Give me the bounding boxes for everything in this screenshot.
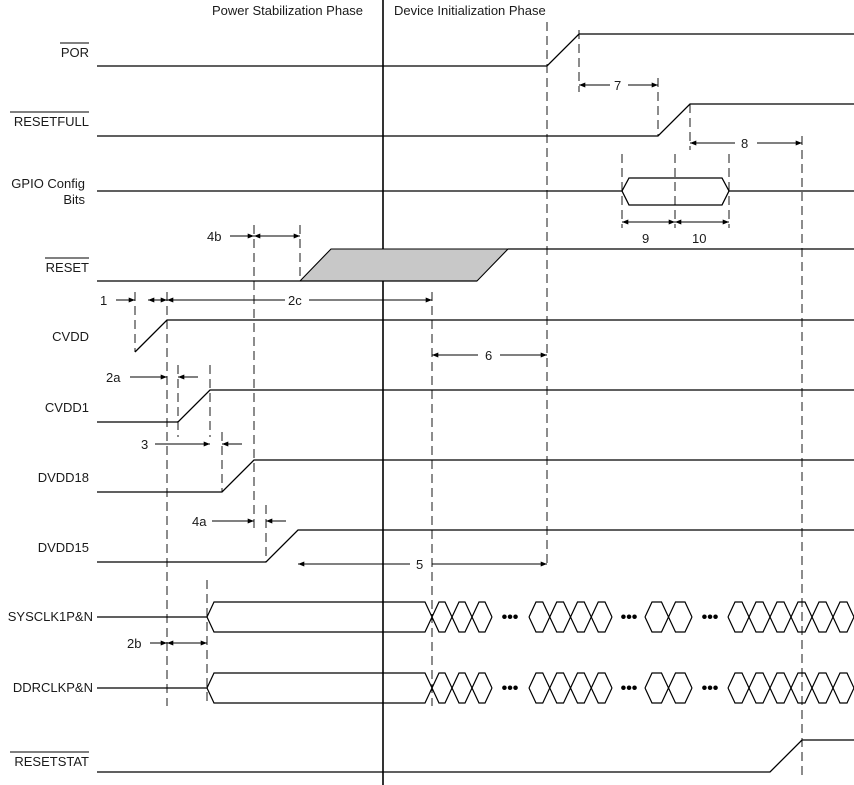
waveform-por <box>97 33 854 67</box>
timing-label-2a: 2a <box>106 370 121 385</box>
signal-name-gpio-line2: Bits <box>63 192 85 207</box>
signal-name-cvdd: CVDD <box>52 329 89 344</box>
signal-name-resetstat: RESETSTAT <box>14 754 89 769</box>
signal-name-ddrclk: DDRCLKP&N <box>13 680 93 695</box>
waveform-ddrclk-bus: ••• ••• ••• <box>206 672 854 704</box>
clock-ellipsis: ••• <box>702 609 719 626</box>
signal-name-resetfull: RESETFULL <box>14 114 89 129</box>
timing-label-9: 9 <box>642 231 649 246</box>
reference-lines <box>134 22 803 780</box>
signal-name-cvdd1: CVDD1 <box>45 400 89 415</box>
waveform-dvdd18 <box>97 459 854 493</box>
waveform-sysclk-bus: ••• ••• ••• <box>206 601 854 633</box>
timing-label-7: 7 <box>614 78 621 93</box>
clock-ellipsis: ••• <box>621 680 638 697</box>
timing-label-2b: 2b <box>127 636 141 651</box>
timing-label-1: 1 <box>100 293 107 308</box>
signal-name-reset: RESET <box>46 260 89 275</box>
timing-label-5: 5 <box>416 557 423 572</box>
waveform-resetstat <box>97 739 854 773</box>
clock-ellipsis: ••• <box>502 609 519 626</box>
waveform-gpio <box>97 177 854 206</box>
waveform-cvdd1 <box>97 389 854 423</box>
phase-label-power-stabilization: Power Stabilization Phase <box>212 3 363 18</box>
timing-label-3: 3 <box>141 437 148 452</box>
signal-name-dvdd18: DVDD18 <box>38 470 89 485</box>
timing-label-8: 8 <box>741 136 748 151</box>
signal-name-dvdd15: DVDD15 <box>38 540 89 555</box>
timing-label-6: 6 <box>485 348 492 363</box>
timing-label-2c: 2c <box>288 293 302 308</box>
signal-name-por: POR <box>61 45 89 60</box>
clock-ellipsis: ••• <box>621 609 638 626</box>
waveform-dvdd15 <box>97 529 854 563</box>
timing-arrows <box>116 82 802 646</box>
phase-label-device-initialization: Device Initialization Phase <box>394 3 546 18</box>
clock-ellipsis: ••• <box>702 680 719 697</box>
signal-name-gpio-line1: GPIO Config <box>11 176 85 191</box>
signal-name-sysclk: SYSCLK1P&N <box>8 609 93 624</box>
waveform-cvdd <box>134 319 854 353</box>
timing-label-4a: 4a <box>192 514 207 529</box>
waveform-reset <box>97 248 854 282</box>
timing-label-4b: 4b <box>207 229 221 244</box>
timing-label-10: 10 <box>692 231 706 246</box>
clock-ellipsis: ••• <box>502 680 519 697</box>
waveform-resetfull <box>97 103 854 137</box>
